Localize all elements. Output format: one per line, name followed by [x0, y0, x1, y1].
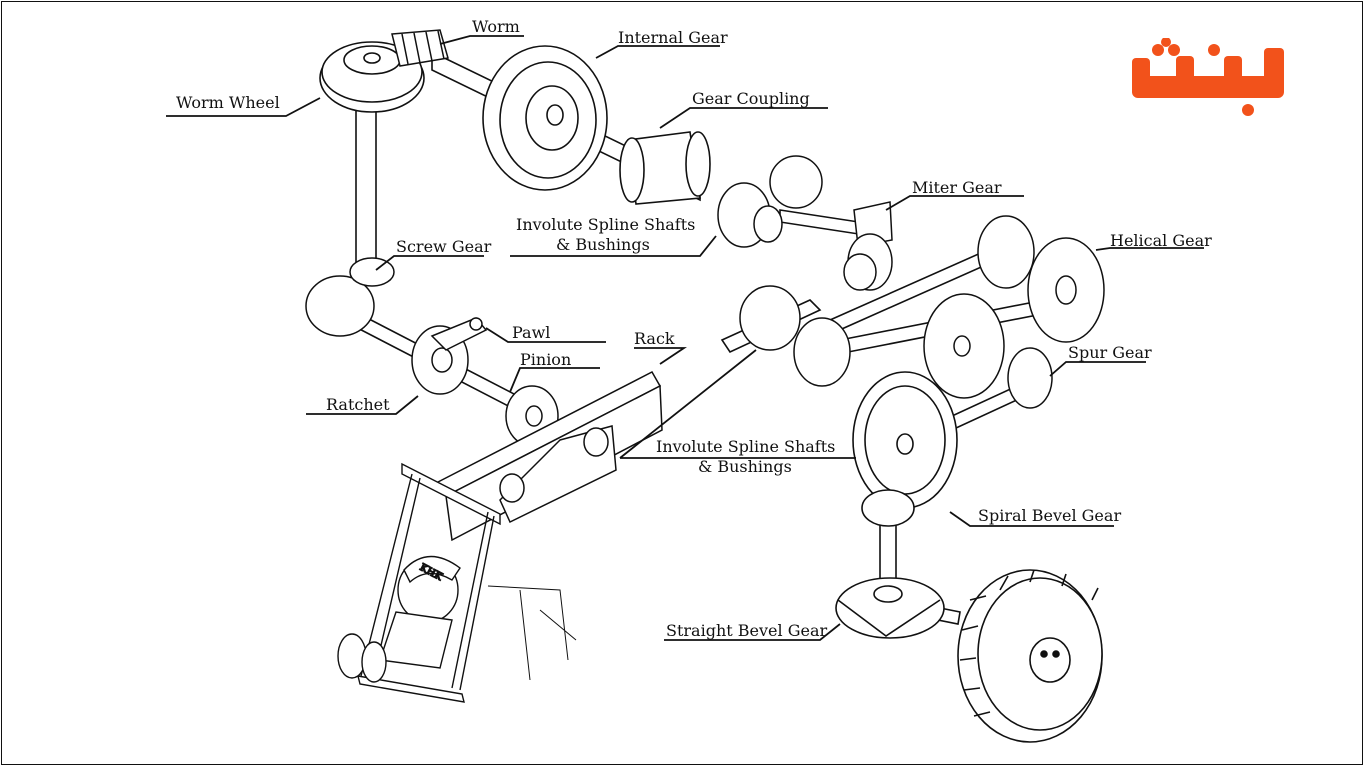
- component-labels: Worm Internal Gear Worm Wheel Gear Coupl…: [176, 17, 1212, 640]
- pawl: [430, 317, 488, 351]
- leader-screw-gear: [375, 255, 484, 271]
- internal-gear: [482, 45, 608, 191]
- label-spur-gear: Spur Gear: [1068, 343, 1152, 362]
- leader-pawl: [485, 327, 606, 343]
- leader-internal-gear: [595, 45, 720, 59]
- label-involute-mid-line2: & Bushings: [698, 457, 792, 476]
- leader-worm: [439, 35, 524, 45]
- label-straight-bevel-gear: Straight Bevel Gear: [666, 621, 827, 640]
- spline-bushing-mid: [739, 253, 877, 387]
- label-gear-coupling: Gear Coupling: [692, 89, 810, 108]
- gear-coupling: [619, 131, 711, 205]
- leader-helical-gear: [1095, 247, 1204, 251]
- label-involute-top-line1: Involute Spline Shafts: [516, 215, 695, 234]
- label-miter-gear: Miter Gear: [912, 178, 1002, 197]
- worm: [391, 29, 449, 67]
- straight-bevel-gear: [835, 577, 945, 639]
- swing: [357, 462, 577, 703]
- monkey-head: [1029, 637, 1071, 683]
- label-pinion: Pinion: [520, 350, 571, 369]
- label-spiral-bevel-gear: Spiral Bevel Gear: [978, 506, 1121, 525]
- label-ratchet: Ratchet: [326, 395, 390, 414]
- leader-spline-top: [510, 235, 717, 257]
- spiral-bevel-gear: [852, 371, 958, 527]
- boy-figure: KHK: [337, 555, 461, 683]
- label-screw-gear: Screw Gear: [396, 237, 492, 256]
- leader-worm-wheel: [166, 97, 321, 117]
- label-rack: Rack: [634, 329, 675, 348]
- label-involute-top-line2: & Bushings: [556, 235, 650, 254]
- leader-ratchet: [306, 395, 419, 415]
- label-pawl: Pawl: [512, 323, 550, 342]
- brand-logo: [1132, 38, 1284, 116]
- hamster-wheel: [957, 569, 1103, 743]
- rack: [436, 371, 663, 542]
- label-involute-mid-line1: Involute Spline Shafts: [656, 437, 835, 456]
- leader-gear-coupling: [659, 107, 828, 129]
- label-worm-wheel: Worm Wheel: [176, 93, 280, 112]
- leader-miter-gear: [885, 195, 1024, 211]
- leader-straight-bevel: [664, 623, 841, 641]
- leader-spiral-bevel: [949, 511, 1114, 527]
- leader-spline-mid: [619, 349, 856, 459]
- leader-spur-gear: [1049, 361, 1146, 377]
- leader-pinion: [509, 367, 600, 393]
- label-internal-gear: Internal Gear: [618, 28, 728, 47]
- helical-gear: [977, 215, 1105, 343]
- spline-bushing-top: [717, 155, 823, 248]
- leader-lines: [166, 35, 1204, 641]
- label-helical-gear: Helical Gear: [1110, 231, 1212, 250]
- label-worm: Worm: [472, 17, 520, 36]
- leader-rack: [634, 347, 687, 365]
- spur-gear: [923, 293, 1053, 409]
